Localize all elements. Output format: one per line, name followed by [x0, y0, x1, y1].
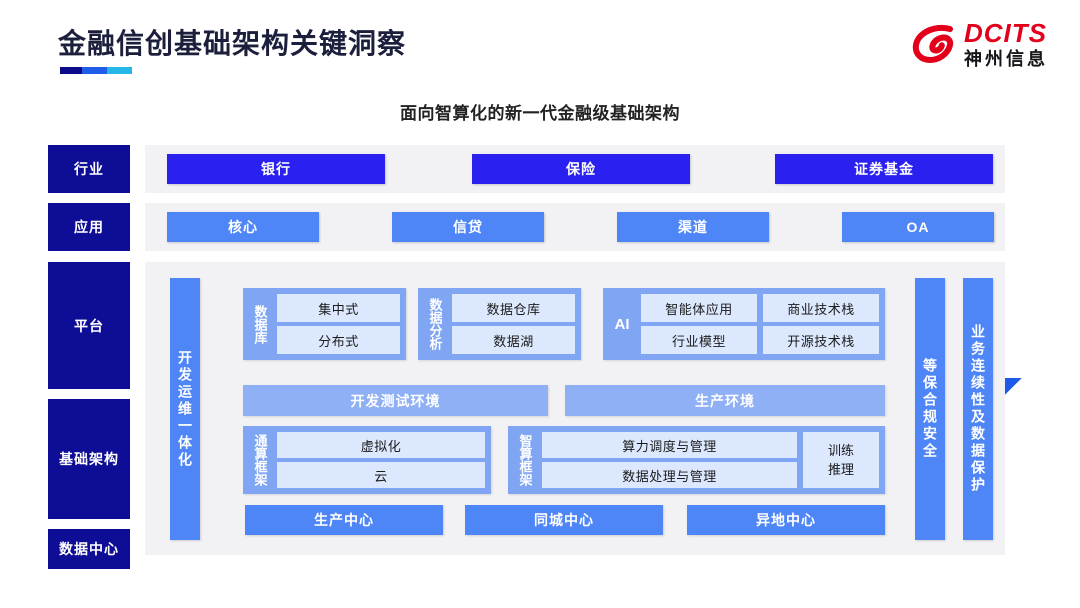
slide-subtitle: 面向智算化的新一代金融级基础架构 [400, 104, 680, 123]
industry-chip-bank[interactable]: 银行 [167, 154, 385, 184]
group-general-framework-title: 通算框架 [252, 434, 268, 486]
group-ai-title: AI [614, 315, 630, 333]
layer-label-platform: 平台 [48, 262, 130, 389]
application-chip-credit[interactable]: 信贷 [392, 212, 544, 242]
inference-label: 推理 [827, 462, 854, 477]
env-chip-dev-test[interactable]: 开发测试环境 [243, 385, 548, 416]
devops-vertical-bar[interactable]: 开发运维一体化 [170, 278, 200, 540]
layer-label-datacenter: 数据中心 [48, 529, 130, 569]
datacenter-chip-same-city[interactable]: 同城中心 [465, 505, 663, 535]
application-chip-oa[interactable]: OA [842, 212, 994, 242]
page-title: 金融信创基础架构关键洞察 [58, 28, 407, 59]
brand-logo: DCITS 神州信息 [912, 20, 1048, 68]
cell-distributed[interactable]: 分布式 [277, 326, 400, 354]
cell-centralized[interactable]: 集中式 [277, 294, 400, 322]
cell-data-processing[interactable]: 数据处理与管理 [542, 462, 797, 488]
group-ai[interactable]: AI 智能体应用 商业技术栈 行业模型 开源技术栈 [603, 288, 885, 360]
industry-chip-insurance[interactable]: 保险 [472, 154, 690, 184]
industry-chip-securities[interactable]: 证券基金 [775, 154, 993, 184]
cell-data-lake[interactable]: 数据湖 [452, 326, 575, 354]
group-database-title: 数据库 [252, 304, 268, 344]
cell-compute-scheduling[interactable]: 算力调度与管理 [542, 432, 797, 458]
cell-training-inference[interactable]: 训练 推理 [803, 432, 879, 488]
group-data-analytics[interactable]: 数据分析 数据仓库 数据湖 [418, 288, 581, 360]
datacenter-chip-production[interactable]: 生产中心 [245, 505, 443, 535]
layer-label-industry: 行业 [48, 145, 130, 193]
cell-open-source-tech-stack[interactable]: 开源技术栈 [763, 326, 879, 354]
cell-virtualization[interactable]: 虚拟化 [277, 432, 485, 458]
cell-industry-models[interactable]: 行业模型 [641, 326, 757, 354]
datacenter-chip-remote[interactable]: 异地中心 [687, 505, 885, 535]
compliance-vertical-bar[interactable]: 等保合规安全 [915, 278, 945, 540]
env-chip-production[interactable]: 生产环境 [565, 385, 885, 416]
cell-commercial-tech-stack[interactable]: 商业技术栈 [763, 294, 879, 322]
layer-label-infrastructure: 基础架构 [48, 399, 130, 519]
training-label: 训练 [827, 442, 854, 458]
continuity-vertical-bar[interactable]: 业务连续性及数据保护 [963, 278, 993, 540]
group-general-compute-framework[interactable]: 通算框架 虚拟化 云 [243, 426, 491, 494]
cell-agent-applications[interactable]: 智能体应用 [641, 294, 757, 322]
group-intelligent-framework-title: 智算框架 [517, 434, 533, 486]
group-intelligent-compute-framework[interactable]: 智算框架 算力调度与管理 数据处理与管理 训练 推理 [508, 426, 885, 494]
application-chip-core[interactable]: 核心 [167, 212, 319, 242]
logo-wordmark-en: DCITS [964, 18, 1047, 48]
dcits-swirl-icon [912, 22, 956, 66]
cell-cloud[interactable]: 云 [277, 462, 485, 488]
layer-label-application: 应用 [48, 203, 130, 251]
logo-wordmark-cn: 神州信息 [964, 49, 1048, 69]
cell-data-warehouse[interactable]: 数据仓库 [452, 294, 575, 322]
title-underline-rule [60, 67, 132, 74]
group-analytics-title: 数据分析 [427, 298, 443, 350]
group-database[interactable]: 数据库 集中式 分布式 [243, 288, 406, 360]
application-chip-channel[interactable]: 渠道 [617, 212, 769, 242]
